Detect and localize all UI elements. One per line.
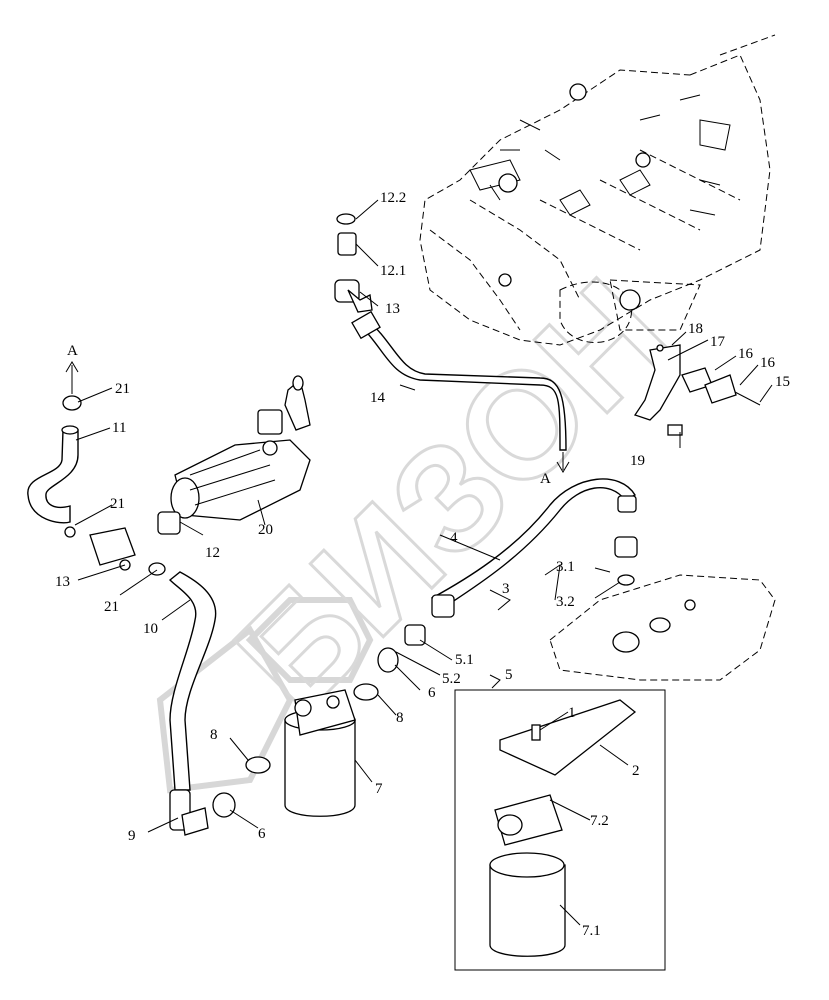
housing-dashed [549, 574, 776, 681]
filter-7-group [212, 647, 399, 818]
label-6b: 6 [258, 826, 266, 842]
hose-10-group [168, 571, 217, 836]
label-17: 17 [710, 334, 726, 350]
label-3: 3 [502, 581, 510, 597]
label-10: 10 [143, 621, 158, 637]
label-1: 1 [568, 705, 576, 721]
label-5-1: 5.1 [455, 652, 474, 668]
label-5-2: 5.2 [442, 671, 461, 687]
detail-inset [454, 689, 666, 971]
engine-block [419, 34, 776, 346]
leader-lines [65, 199, 773, 926]
label-3-1: 3.1 [556, 559, 575, 575]
label-21b: 21 [110, 496, 125, 512]
fitting-stack-top [334, 213, 373, 313]
label-20: 20 [258, 522, 273, 538]
label-3-2: 3.2 [556, 594, 575, 610]
label-13-top: 13 [385, 301, 400, 317]
label-11: 11 [112, 420, 126, 436]
label-7: 7 [375, 781, 383, 797]
hose-11-group [27, 395, 181, 576]
label-12: 12 [205, 545, 220, 561]
label-19: 19 [630, 453, 645, 469]
label-6a: 6 [428, 685, 436, 701]
label-2: 2 [632, 763, 640, 779]
pump-20 [170, 375, 311, 521]
label-8a: 8 [396, 710, 404, 726]
arrow-label-a-right: A [540, 471, 551, 487]
label-7-1: 7.1 [582, 923, 601, 939]
label-7-2: 7.2 [590, 813, 609, 829]
label-5: 5 [505, 667, 513, 683]
label-4: 4 [450, 530, 458, 546]
label-21c: 21 [104, 599, 119, 615]
label-9: 9 [128, 828, 136, 844]
label-14: 14 [370, 390, 386, 406]
arrow-label-a-left: A [67, 343, 78, 359]
label-16a: 16 [738, 346, 754, 362]
pipe-14 [351, 310, 567, 451]
label-8b: 8 [210, 727, 218, 743]
label-18: 18 [688, 321, 703, 337]
label-13: 13 [55, 574, 70, 590]
bracket-group [633, 344, 761, 436]
label-21a: 21 [115, 381, 130, 397]
label-15: 15 [775, 374, 790, 390]
label-16b: 16 [760, 355, 776, 371]
label-12-1: 12.1 [380, 263, 406, 279]
label-12-2: 12.2 [380, 190, 406, 206]
